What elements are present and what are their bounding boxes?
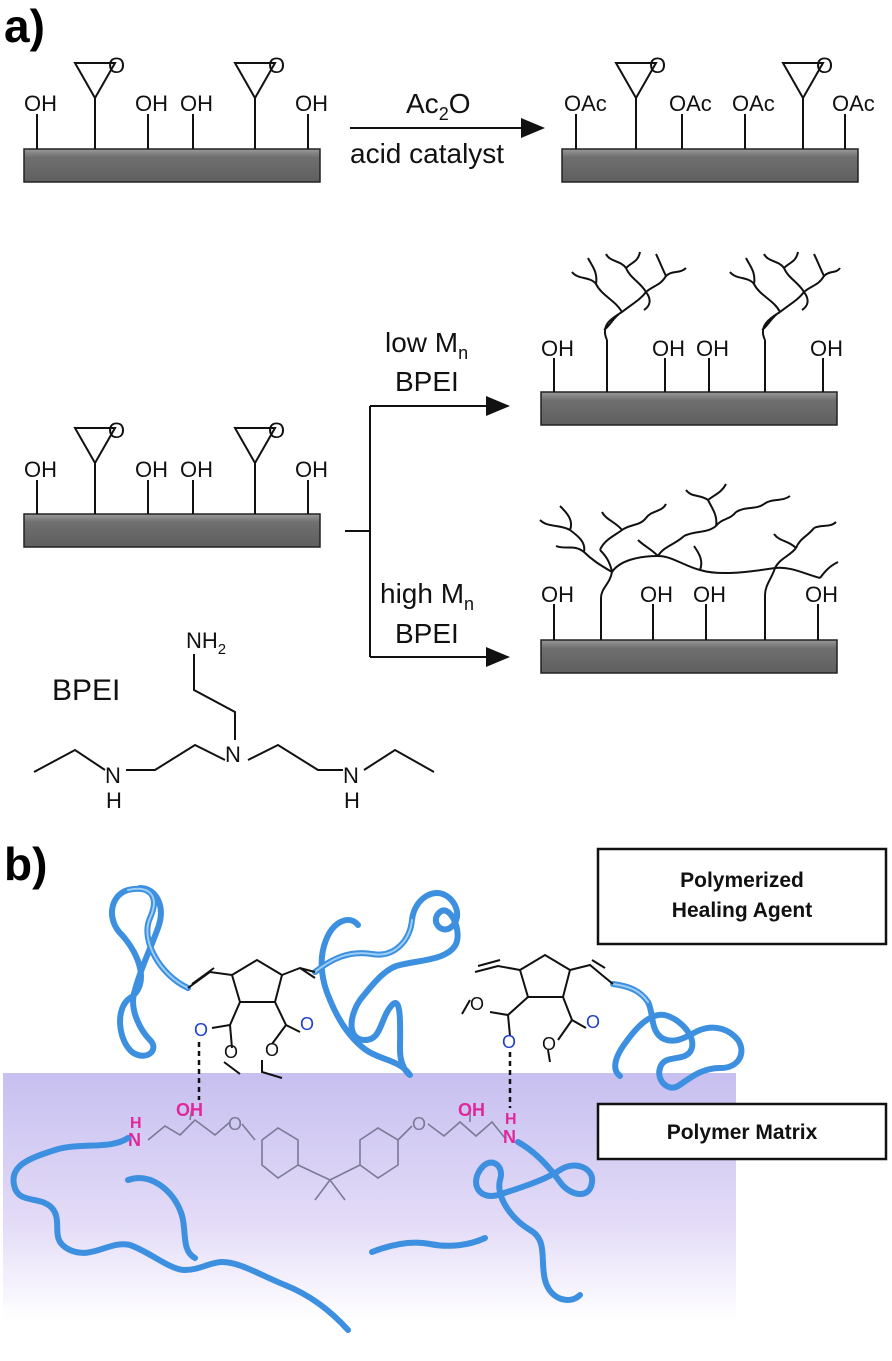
carbonyl-o: O xyxy=(194,1020,208,1040)
ester-o: O xyxy=(470,994,484,1014)
dendritic-bpei xyxy=(571,251,841,341)
oh-label: OH xyxy=(180,457,213,482)
ether-o: O xyxy=(412,1114,426,1134)
low-bpei-label: BPEI xyxy=(395,366,459,397)
epoxide-o-label: O xyxy=(816,53,833,78)
panel-a-label: a) xyxy=(4,0,45,52)
hydroxyl-oh: OH xyxy=(176,1100,203,1120)
healing-agent-chains xyxy=(109,885,745,1091)
bpei-nh-right-n: N xyxy=(343,763,359,788)
oac-label: OAc xyxy=(832,91,875,116)
epoxide-o-label: O xyxy=(649,53,666,78)
bpei-nh2: NH2 xyxy=(186,628,226,658)
high-bpei-label: BPEI xyxy=(395,618,459,649)
polymer-matrix-box: Polymer Matrix xyxy=(596,1102,888,1161)
catalyst-label: acid catalyst xyxy=(350,138,504,169)
epoxide-o-label: O xyxy=(268,53,285,78)
amine-n: N xyxy=(128,1130,141,1150)
surface-oh-epoxide-top: OH O OH OH O OH xyxy=(23,53,328,183)
bpei-nh-right-h: H xyxy=(344,788,360,813)
oac-label: OAc xyxy=(564,91,607,116)
oh-label: OH xyxy=(541,582,574,607)
bpei-structure: BPEI NH2 N N H N H xyxy=(33,628,435,813)
surface-oh-epoxide-lower: OH O OH OH O OH xyxy=(23,418,328,548)
oh-label: OH xyxy=(696,336,729,361)
oh-label: OH xyxy=(24,91,57,116)
oh-label: OH xyxy=(180,91,213,116)
epoxide-o-label: O xyxy=(268,418,285,443)
oh-label: OH xyxy=(652,336,685,361)
oh-label: OH xyxy=(295,91,328,116)
healing-agent-box: Polymerized Healing Agent xyxy=(596,847,888,946)
amine-n: N xyxy=(503,1127,516,1147)
bpei-tertiary-n: N xyxy=(225,742,241,767)
surface-high-mn-product: OH OH OH OH xyxy=(539,483,839,674)
acetylation-arrow: Ac2O acid catalyst xyxy=(350,88,545,169)
healing-agent-line2: Healing Agent xyxy=(672,899,812,922)
oh-label: OH xyxy=(135,91,168,116)
ether-o: O xyxy=(228,1114,242,1134)
carbonyl-o: O xyxy=(300,1014,314,1034)
oh-label: OH xyxy=(135,457,168,482)
surface-low-mn-product: OH OH OH OH xyxy=(540,251,843,426)
amine-h: H xyxy=(130,1115,142,1132)
epoxide-o-label: O xyxy=(108,53,125,78)
oh-label: OH xyxy=(24,457,57,482)
oac-label: OAc xyxy=(732,91,775,116)
carbonyl-o: O xyxy=(502,1032,516,1052)
matrix-chains xyxy=(10,1135,596,1333)
bpei-nh-left-n: N xyxy=(105,763,121,788)
oac-label: OAc xyxy=(669,91,712,116)
ester-o: O xyxy=(265,1040,279,1060)
amine-h: H xyxy=(505,1111,517,1128)
matrix-molecule: O O OH OH H N H N xyxy=(128,1100,517,1201)
healing-agent-molecule-right: O O O O xyxy=(461,953,614,1063)
oh-label: OH xyxy=(693,582,726,607)
epoxide-o-label: O xyxy=(108,418,125,443)
panel-b-label: b) xyxy=(4,838,47,890)
oh-label: OH xyxy=(295,457,328,482)
oh-label: OH xyxy=(640,582,673,607)
bpei-nh-left-h: H xyxy=(106,788,122,813)
healing-agent-molecule-left: O O O O xyxy=(187,958,316,1079)
ester-o: O xyxy=(542,1034,556,1054)
bpei-name: BPEI xyxy=(52,674,120,707)
low-mn-label: low Mn xyxy=(385,327,468,363)
network-bpei xyxy=(539,483,839,579)
oh-label: OH xyxy=(805,582,838,607)
ester-o: O xyxy=(224,1042,238,1062)
high-mn-label: high Mn xyxy=(380,578,474,614)
branch-arrows: low Mn BPEI high Mn BPEI xyxy=(345,327,510,667)
oh-label: OH xyxy=(810,336,843,361)
reagent-ac: Ac2O xyxy=(406,88,470,124)
healing-agent-line1: Polymerized xyxy=(680,869,804,892)
hydroxyl-oh: OH xyxy=(458,1100,485,1120)
surface-oac-epoxide: OAc O OAc OAc O OAc xyxy=(561,53,875,183)
oh-label: OH xyxy=(541,336,574,361)
carbonyl-o: O xyxy=(586,1012,600,1032)
polymer-matrix-label: Polymer Matrix xyxy=(667,1121,818,1144)
